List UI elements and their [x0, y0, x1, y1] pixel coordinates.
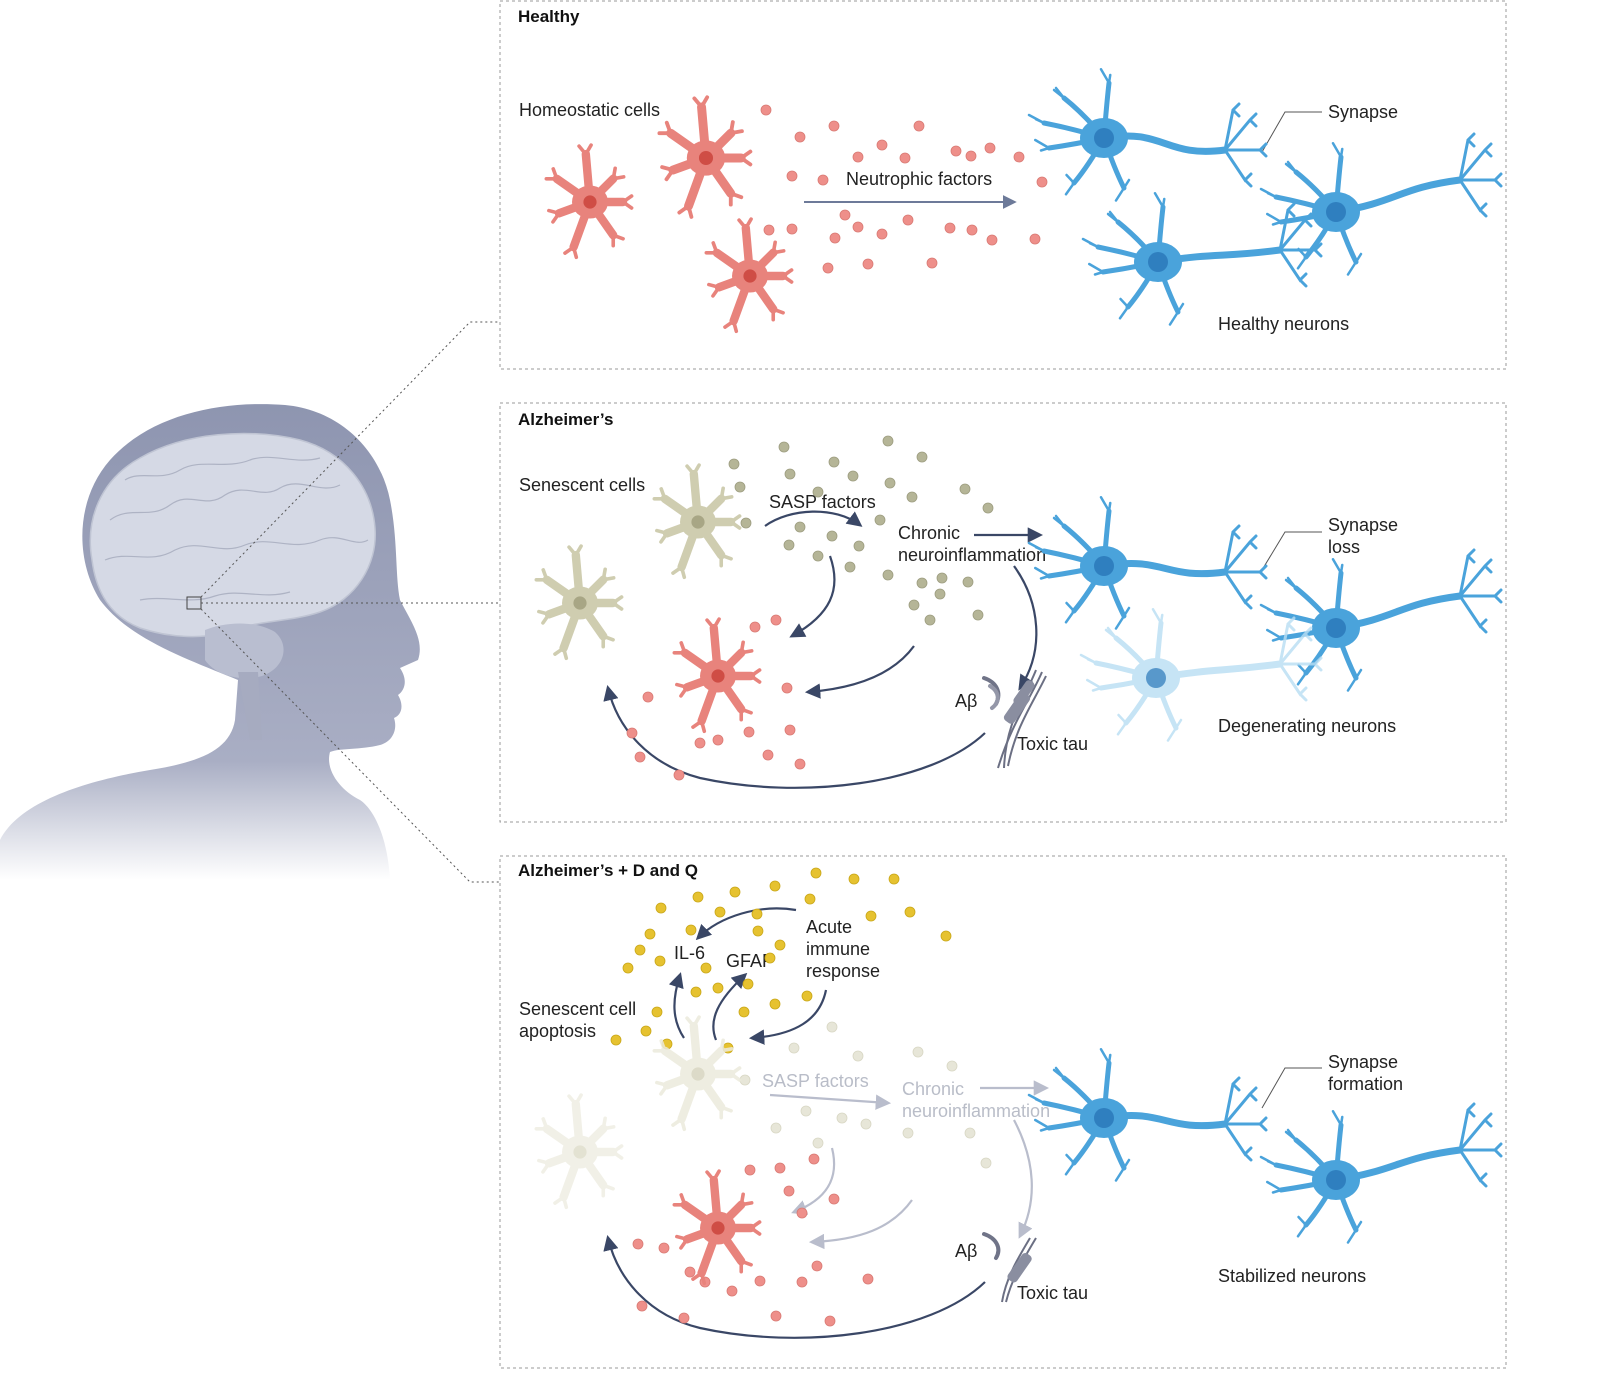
panel-title-alzheimers: Alzheimer’s — [518, 410, 613, 429]
label-apoptosis: apoptosis — [519, 1021, 596, 1041]
synapse-loss-pointer — [1261, 531, 1322, 571]
arrows-treated-active — [603, 907, 986, 1339]
label-abeta: Aβ — [955, 691, 977, 711]
panel-treated — [499, 855, 1507, 1369]
label-senescent-cell: Senescent cell — [519, 999, 636, 1019]
panel-title-treated: Alzheimer’s + D and Q — [518, 861, 698, 880]
panel-title-healthy: Healthy — [518, 7, 580, 26]
label-neuroinflammation: neuroinflammation — [898, 545, 1046, 565]
label-healthy-neurons: Healthy neurons — [1218, 314, 1349, 334]
label-homeostatic-cells: Homeostatic cells — [519, 100, 660, 120]
label-synapse-formation: formation — [1328, 1074, 1403, 1094]
label-neuroinflammation-faded: neuroinflammation — [902, 1101, 1050, 1121]
panel-healthy — [499, 0, 1507, 370]
synapse-pointer — [1261, 111, 1322, 153]
dots-sasp — [728, 435, 994, 626]
dots-pink-treated — [632, 1153, 874, 1327]
label-synapse: Synapse — [1328, 102, 1398, 122]
label-neutrophic-factors: Neutrophic factors — [846, 169, 992, 189]
dots-sasp-faded — [739, 1021, 992, 1169]
label-stabilized-neurons: Stabilized neurons — [1218, 1266, 1366, 1286]
label-toxic-tau: Toxic tau — [1017, 1283, 1088, 1303]
senescent-cell — [652, 463, 742, 580]
toxic-tau-tangle — [1001, 1237, 1037, 1303]
cerebellum — [205, 623, 284, 679]
stabilized-neuron — [1027, 1048, 1268, 1182]
label-synapse: Synapse — [1328, 1052, 1398, 1072]
homeostatic-cell — [544, 143, 634, 260]
label-gfap: GFAP — [726, 951, 774, 971]
head-silhouette — [0, 404, 420, 880]
apoptotic-senescent-cell — [534, 1093, 624, 1210]
label-abeta: Aβ — [955, 1241, 977, 1261]
label-synapse: Synapse — [1328, 515, 1398, 535]
degenerating-neuron — [1079, 608, 1323, 742]
homeostatic-cell — [672, 617, 762, 734]
neuron — [1027, 496, 1268, 630]
dots-healthy — [760, 104, 1048, 274]
homeostatic-cell — [657, 95, 753, 219]
panel-alzheimers — [499, 402, 1507, 823]
label-synapse-loss: loss — [1328, 537, 1360, 557]
toxic-tau-tangle — [997, 669, 1047, 769]
label-degenerating-neurons: Degenerating neurons — [1218, 716, 1396, 736]
senescent-cell — [534, 544, 624, 661]
synapse-formation-pointer — [1261, 1067, 1322, 1109]
label-chronic-faded: Chronic — [902, 1079, 964, 1099]
healthy-neuron — [1259, 132, 1503, 276]
label-sasp-faded: SASP factors — [762, 1071, 869, 1091]
label-immune: immune — [806, 939, 870, 959]
label-acute: Acute — [806, 917, 852, 937]
healthy-neuron — [1081, 192, 1323, 326]
label-toxic-tau: Toxic tau — [1017, 734, 1088, 754]
dots-pink-alz — [626, 614, 806, 781]
homeostatic-cell — [672, 1169, 762, 1286]
label-chronic: Chronic — [898, 523, 960, 543]
label-response: response — [806, 961, 880, 981]
dots-yellow — [610, 867, 952, 1054]
label-sasp-factors: SASP factors — [769, 492, 876, 512]
label-senescent-cells: Senescent cells — [519, 475, 645, 495]
abeta-fibril — [982, 676, 1001, 710]
neuron — [1259, 548, 1503, 692]
homeostatic-cell — [704, 217, 794, 334]
healthy-neuron — [1027, 68, 1268, 202]
label-il6: IL-6 — [674, 943, 705, 963]
apoptotic-senescent-cell — [652, 1015, 742, 1132]
abeta-fibril — [982, 1232, 1001, 1260]
stabilized-neuron — [1259, 1102, 1503, 1244]
